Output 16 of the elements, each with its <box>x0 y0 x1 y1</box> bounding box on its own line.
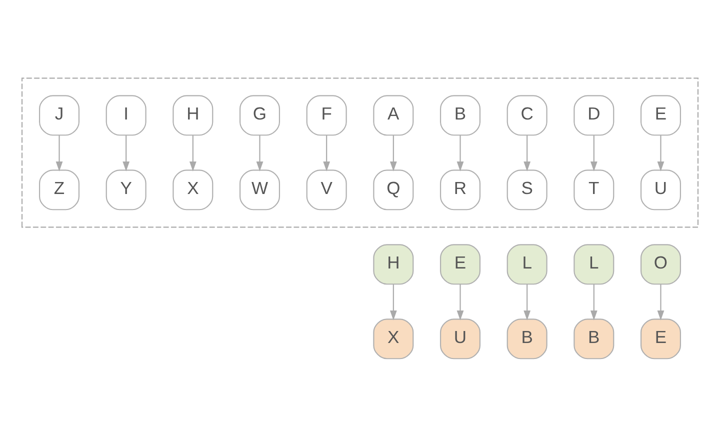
arrow <box>56 135 63 171</box>
arrow <box>657 284 664 320</box>
arrow <box>590 284 598 320</box>
arrow <box>456 135 464 171</box>
arrow <box>524 135 531 171</box>
arrow <box>390 135 397 171</box>
arrow <box>657 135 664 171</box>
arrow <box>456 284 464 320</box>
arrow <box>323 135 330 171</box>
arrow <box>524 284 531 320</box>
arrow <box>122 135 130 171</box>
arrow <box>189 135 196 171</box>
arrow <box>590 135 598 171</box>
arrow <box>390 284 397 320</box>
cluster <box>21 77 699 228</box>
arrow <box>256 135 264 171</box>
